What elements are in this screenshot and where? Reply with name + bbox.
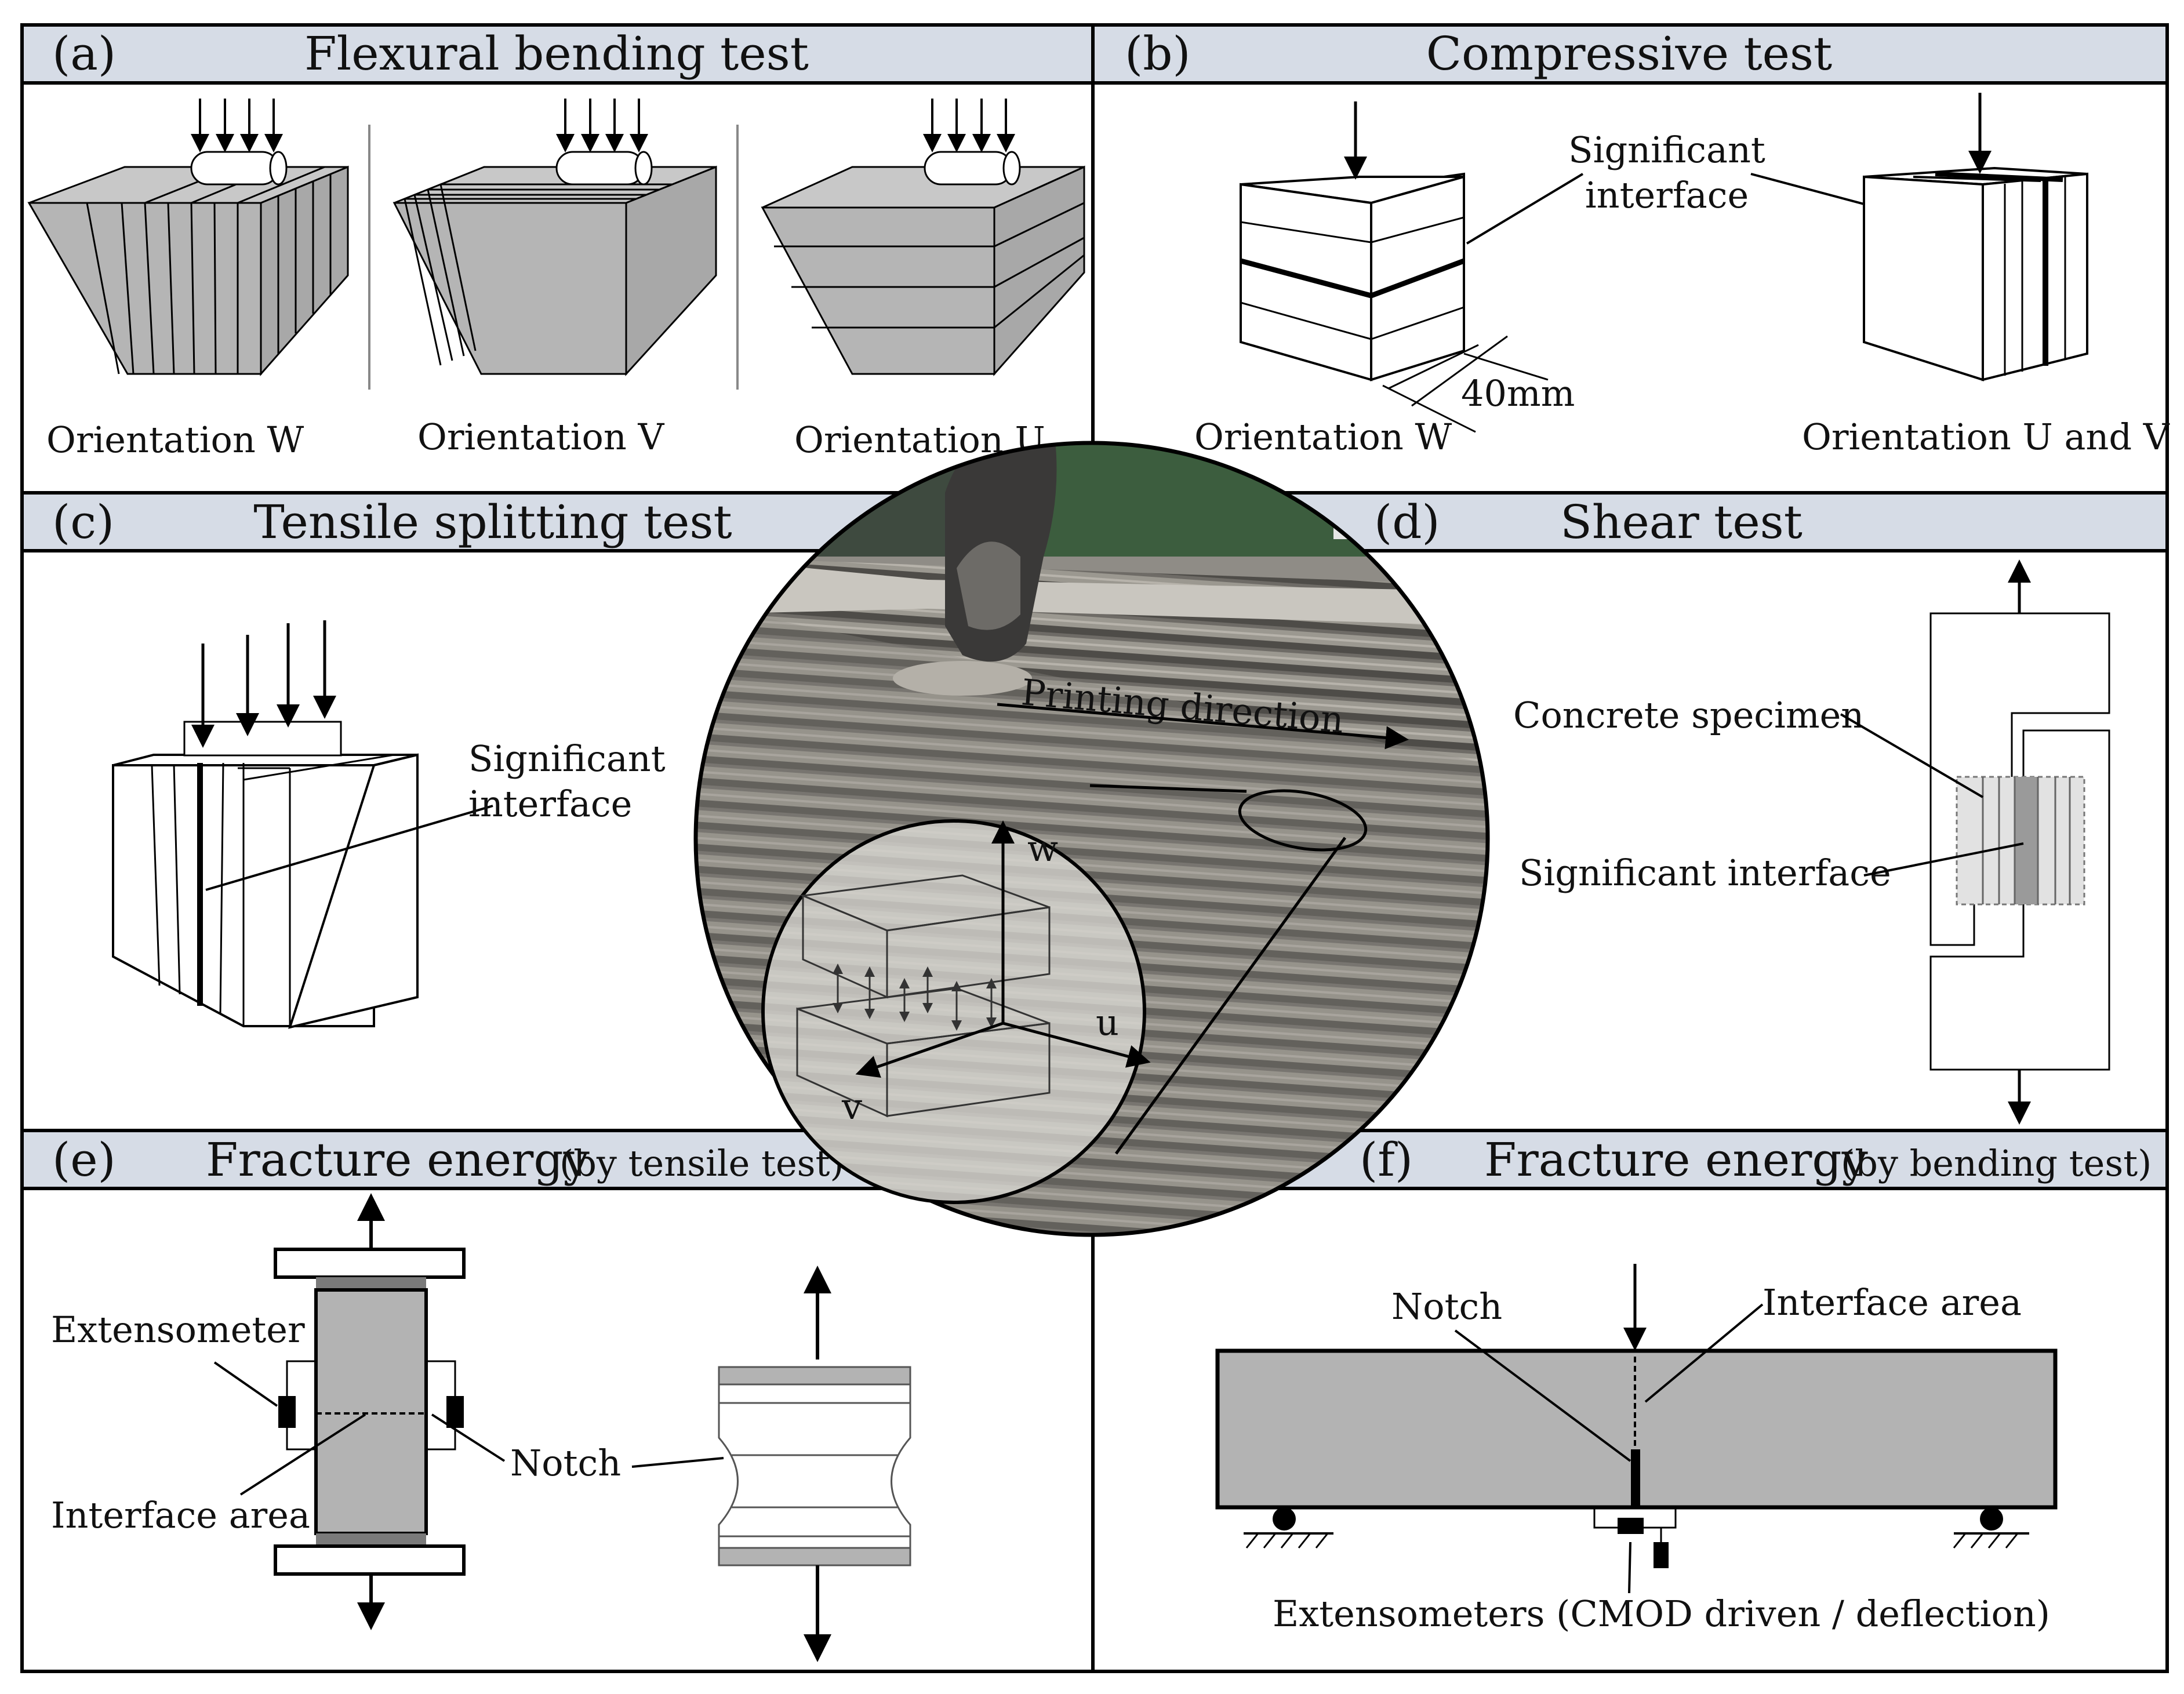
- panel-f-subtitle: (by bending test): [1841, 1142, 2152, 1184]
- label-extensometer: Extensometer: [51, 1308, 305, 1351]
- label-cube-orientation-uv: Orientation U and V: [1802, 416, 2170, 458]
- panel-e: (e) Fracture energy (by tensile test) Ex…: [51, 1133, 911, 1662]
- label-interface-area-f: Interface area: [1763, 1281, 2022, 1324]
- bending-beam: [1215, 1264, 2058, 1568]
- cube-orientation-uv: [1863, 93, 2088, 381]
- panel-c: (c) Tensile splitting test: [52, 495, 732, 1029]
- label-cube-orientation-w: Orientation W: [1194, 416, 1452, 458]
- panel-d-letter: (d): [1374, 495, 1440, 549]
- tensile-specimen: [112, 620, 419, 1029]
- axis-v-label: v: [841, 1085, 862, 1128]
- dimension-label: 40mm: [1461, 372, 1575, 415]
- label-notch-f: Notch: [1391, 1285, 1502, 1328]
- beam-orientation-u: [761, 99, 1085, 376]
- cube-orientation-w: 40mm: [1240, 101, 1575, 433]
- panel-e-letter: (e): [52, 1133, 116, 1187]
- interface-label-c-2: interface: [468, 783, 632, 825]
- panel-b: (b) Compressive test 40mm: [1125, 27, 2170, 458]
- panel-c-letter: (c): [52, 495, 114, 549]
- label-notch-e: Notch: [510, 1442, 621, 1484]
- label-orientation-w: Orientation W: [46, 419, 304, 461]
- zoom-detail: w u v: [761, 819, 1151, 1204]
- panel-e-subtitle: (by tensile test): [559, 1142, 844, 1184]
- shear-apparatus: [1929, 559, 2110, 1125]
- panel-e-title: Fracture energy: [206, 1133, 590, 1187]
- panel-d: (d) Shear test Concrete specimen Signifi…: [1374, 495, 2110, 1125]
- interface-label-b-1: Significant: [1568, 129, 1765, 171]
- notched-specimen: [718, 1266, 911, 1662]
- axis-w-label: w: [1027, 827, 1058, 870]
- panel-a-title: Flexural bending test: [304, 27, 809, 81]
- label-extensometers: Extensometers (CMOD driven / deflection): [1273, 1593, 2050, 1635]
- panel-c-title: Tensile splitting test: [253, 495, 732, 549]
- label-concrete-specimen: Concrete specimen: [1513, 694, 1864, 736]
- tensile-fracture-setup: [274, 1193, 466, 1630]
- panel-f-letter: (f): [1360, 1133, 1413, 1187]
- panel-d-title: Shear test: [1560, 495, 1803, 549]
- panel-a-letter: (a): [52, 27, 116, 81]
- printed-wall-photo: Printing direction: [693, 441, 1490, 1237]
- panel-b-title: Compressive test: [1426, 27, 1832, 81]
- label-interface-area-e: Interface area: [51, 1494, 310, 1536]
- beam-orientation-v: [393, 99, 717, 376]
- interface-label-c-1: Significant: [468, 737, 666, 780]
- panel-f: (f) Fracture energy (by bending test): [1215, 1133, 2152, 1635]
- label-significant-interface-d: Significant interface: [1519, 852, 1891, 894]
- panel-a: (a) Flexural bending test: [27, 27, 1085, 461]
- axis-u-label: u: [1096, 1001, 1119, 1044]
- beam-orientation-w: [27, 99, 349, 376]
- panel-f-title: Fracture energy: [1484, 1133, 1868, 1187]
- panel-b-letter: (b): [1125, 27, 1191, 81]
- interface-label-b-2: interface: [1585, 174, 1749, 216]
- label-orientation-v: Orientation V: [417, 416, 665, 458]
